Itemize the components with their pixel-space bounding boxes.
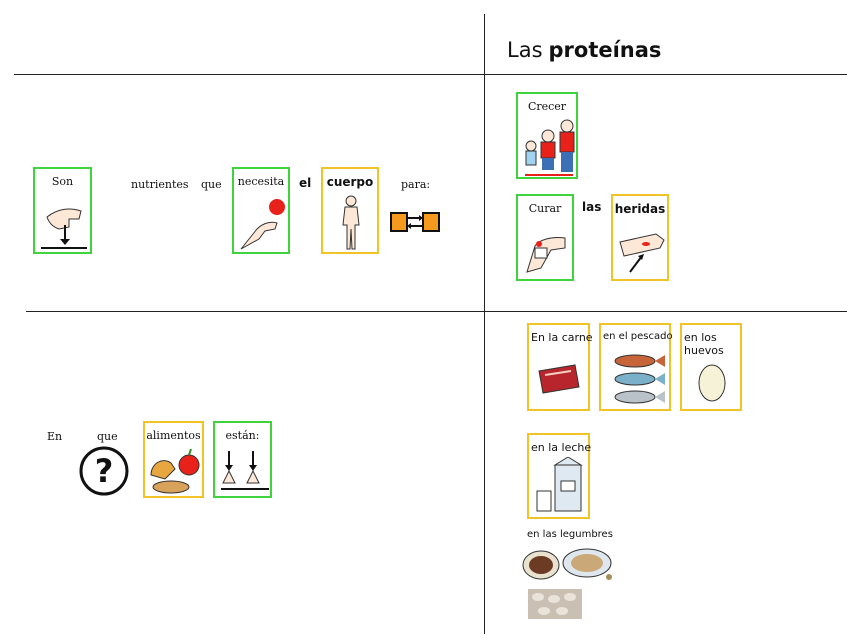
beans-icon bbox=[528, 589, 582, 619]
column-divider bbox=[484, 14, 485, 634]
card-necesita-label: necesita bbox=[237, 175, 285, 188]
hands-down-icon bbox=[221, 451, 269, 490]
card-curar-label: Curar bbox=[528, 202, 562, 215]
card-cuerpo: cuerpo bbox=[321, 167, 379, 254]
word-que-2: que bbox=[97, 430, 118, 443]
growing-children-icon bbox=[525, 119, 575, 176]
card-son: Son bbox=[33, 167, 92, 254]
card-pescado: en el pescado bbox=[599, 323, 673, 411]
bandage-hand-icon bbox=[526, 237, 566, 273]
word-nutrientes: nutrientes bbox=[131, 178, 189, 191]
card-curar: Curar bbox=[516, 194, 574, 281]
word-que: que bbox=[201, 178, 222, 191]
hand-down-icon bbox=[41, 208, 87, 249]
word-las: las bbox=[582, 200, 602, 214]
word-legumbres: en las legumbres bbox=[527, 529, 613, 540]
card-crecer: Crecer bbox=[516, 92, 578, 179]
card-son-label: Son bbox=[51, 175, 74, 188]
card-leche: en la leche bbox=[527, 433, 592, 519]
header-divider bbox=[14, 74, 847, 75]
card-alimentos-label: alimentos bbox=[146, 429, 201, 442]
legumes-icon bbox=[522, 548, 612, 580]
word-en: En bbox=[47, 430, 63, 443]
wound-arm-icon bbox=[619, 233, 665, 273]
meat-icon bbox=[538, 364, 580, 394]
card-carne-label: En la carne bbox=[531, 331, 593, 344]
card-estan: están: bbox=[213, 421, 272, 498]
word-para: para: bbox=[401, 178, 431, 191]
card-pescado-label: en el pescado bbox=[603, 331, 673, 342]
fish-icon bbox=[614, 354, 665, 404]
hand-ball-icon bbox=[240, 199, 285, 250]
card-alimentos: alimentos bbox=[143, 421, 204, 498]
card-cuerpo-label: cuerpo bbox=[326, 175, 374, 189]
card-huevos: en los huevos bbox=[680, 323, 742, 411]
food-icon bbox=[150, 448, 200, 494]
body-icon bbox=[342, 195, 360, 250]
question-mark-icon: ? bbox=[79, 446, 129, 496]
word-el: el bbox=[299, 176, 312, 190]
card-leche-label: en la leche bbox=[531, 441, 592, 454]
title-main: proteínas bbox=[548, 38, 662, 62]
process-icon bbox=[390, 212, 440, 232]
card-heridas-label: heridas bbox=[614, 202, 666, 216]
card-estan-label: están: bbox=[225, 429, 260, 442]
milk-icon bbox=[536, 457, 583, 512]
row-divider bbox=[26, 311, 847, 312]
egg-icon bbox=[698, 364, 726, 402]
card-crecer-label: Crecer bbox=[527, 100, 567, 113]
card-necesita: necesita bbox=[232, 167, 290, 254]
card-heridas: heridas bbox=[611, 194, 669, 281]
card-carne: En la carne bbox=[527, 323, 593, 411]
title-prefix: Las bbox=[507, 38, 543, 62]
svg-text:?: ? bbox=[95, 452, 114, 490]
card-huevos-label: en los huevos bbox=[684, 331, 724, 357]
